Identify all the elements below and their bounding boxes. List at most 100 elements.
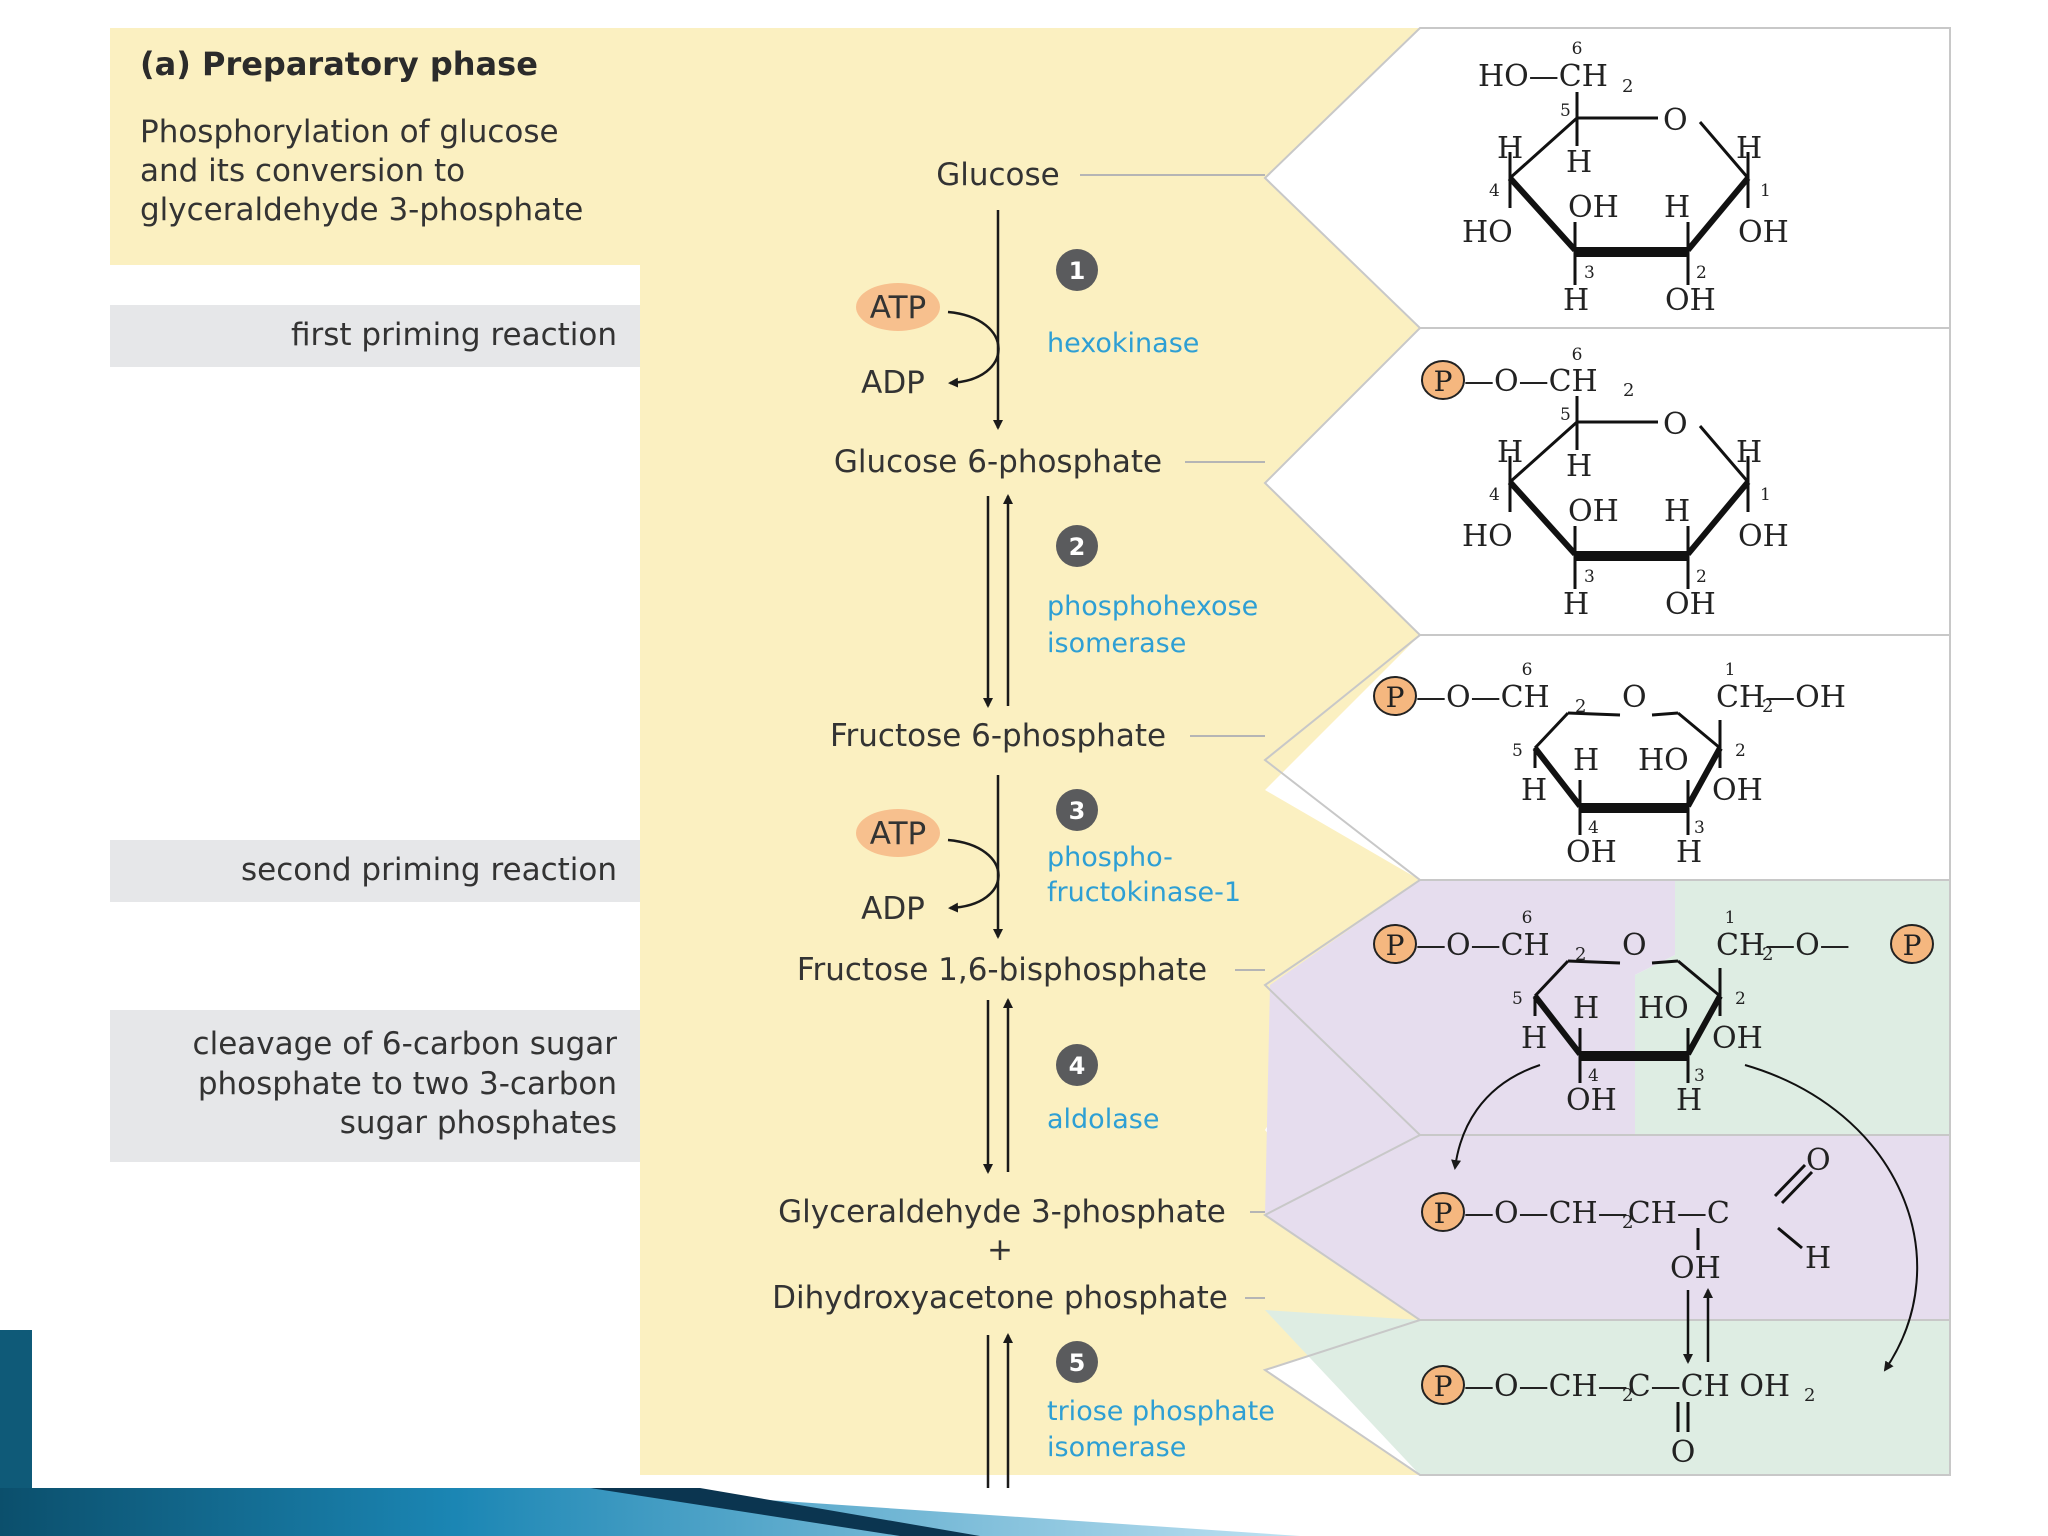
step-badge-2 bbox=[1056, 525, 1098, 567]
side-bar-second-priming bbox=[110, 840, 640, 902]
gap-chain: —O—CH—CH—C bbox=[1464, 1196, 1730, 1231]
f6p-ch2-sub: 2 bbox=[1575, 696, 1586, 717]
enzyme-phosphohexose-1: phosphohexose bbox=[1047, 591, 1258, 622]
atp-badge-step-1 bbox=[856, 283, 940, 331]
structure-glyceraldehyde-3-phosphate: P —O—CH—CH—C 2 O H OH bbox=[1421, 1143, 1831, 1286]
f16bp-o-ch2: —O—CH bbox=[1416, 928, 1550, 963]
f6p-oh-c4: OH bbox=[1566, 835, 1617, 870]
panel-description-line-2: and its conversion to bbox=[140, 153, 465, 189]
label-cleavage-1: cleavage of 6-carbon sugar bbox=[193, 1026, 618, 1062]
g6p-h-c5: H bbox=[1566, 449, 1592, 484]
metabolite-glucose: Glucose bbox=[936, 157, 1060, 193]
gap-aldehyde-o: O bbox=[1806, 1143, 1831, 1178]
glucose-c4: 4 bbox=[1489, 181, 1500, 201]
glucose-ch2-sub: 2 bbox=[1622, 76, 1633, 97]
glucose-oh-c3: OH bbox=[1568, 190, 1619, 225]
dhap-ch2-sub-2: 2 bbox=[1804, 1385, 1815, 1406]
glucose-c2: 2 bbox=[1696, 263, 1707, 283]
f6p-o-ch2: —O—CH bbox=[1416, 680, 1550, 715]
f6p-h-c5: H bbox=[1521, 773, 1547, 808]
f6p-c2: 2 bbox=[1735, 741, 1746, 761]
f16bp-oh-c2: OH bbox=[1712, 1021, 1763, 1056]
g6p-oh-c3: OH bbox=[1568, 494, 1619, 529]
adp-label-step-3: ADP bbox=[861, 891, 925, 927]
f6p-c1: 1 bbox=[1725, 660, 1736, 680]
step-number-2: 2 bbox=[1069, 533, 1086, 561]
atp-adp-curve-step-1 bbox=[947, 310, 1000, 388]
glucose-h-c3: H bbox=[1563, 283, 1589, 318]
f16bp-h-c5: H bbox=[1521, 1021, 1547, 1056]
f16bp-c3: 3 bbox=[1694, 1066, 1705, 1086]
g6p-h-c2: H bbox=[1664, 494, 1690, 529]
g6p-h-c4: H bbox=[1497, 435, 1523, 470]
triose-equilibrium-arrows bbox=[1683, 1288, 1713, 1364]
side-bar-cleavage bbox=[110, 1010, 640, 1162]
enzyme-aldolase: aldolase bbox=[1047, 1104, 1159, 1135]
glucose-c5: 5 bbox=[1560, 101, 1571, 121]
glucose-c6: 6 bbox=[1572, 39, 1583, 59]
label-cleavage-2: phosphate to two 3-carbon bbox=[198, 1066, 617, 1102]
phosphate-icon bbox=[1373, 924, 1417, 964]
label-first-priming: first priming reaction bbox=[291, 317, 617, 353]
panel-heading: (a) Preparatory phase bbox=[140, 45, 538, 83]
f6p-oh-c2: OH bbox=[1712, 773, 1763, 808]
glucose-ring-o: O bbox=[1663, 103, 1688, 138]
label-cleavage-3: sugar phosphates bbox=[340, 1105, 617, 1141]
enzyme-pfk-2: fructokinase-1 bbox=[1047, 877, 1241, 908]
g6p-c1: 1 bbox=[1760, 485, 1771, 505]
structure-glucose: HO—CH 2 6 5 O H H 4 HO OH H H 1 OH 3 2 H… bbox=[1462, 39, 1789, 318]
structure-dihydroxyacetone-phosphate: P —O—CH—C—CH OH 2 2 O bbox=[1421, 1365, 1815, 1470]
phosphate-icon bbox=[1421, 360, 1465, 400]
gap-aldehyde-h: H bbox=[1805, 1241, 1831, 1276]
phosphate-icon bbox=[1890, 924, 1934, 964]
plus-sign: + bbox=[987, 1232, 1013, 1268]
atp-label-step-1: ATP bbox=[870, 290, 926, 326]
glucose-ho-c4: HO bbox=[1462, 215, 1513, 250]
phosphate-icon bbox=[1373, 676, 1417, 716]
slide-decoration bbox=[0, 1330, 1300, 1536]
f6p-ch2-oh: CH—OH bbox=[1716, 680, 1846, 715]
step-badge-4 bbox=[1056, 1044, 1098, 1086]
step-badge-3 bbox=[1056, 789, 1098, 831]
f16bp-h-c4: H bbox=[1573, 991, 1599, 1026]
metabolite-glucose-6-phosphate: Glucose 6-phosphate bbox=[834, 444, 1162, 480]
f16bp-c4: 4 bbox=[1588, 1066, 1599, 1086]
atp-adp-curve-step-3 bbox=[947, 838, 1000, 913]
glucose-h-c1: H bbox=[1736, 131, 1762, 166]
f6p-h-c3: H bbox=[1676, 835, 1702, 870]
metabolite-dihydroxyacetone-phosphate: Dihydroxyacetone phosphate bbox=[772, 1280, 1228, 1316]
f16bp-c2: 2 bbox=[1735, 989, 1746, 1009]
yellow-pathway-panel bbox=[110, 28, 1420, 1475]
step-badge-5 bbox=[1056, 1341, 1098, 1383]
glucose-h-c2: H bbox=[1664, 190, 1690, 225]
glucose-c1: 1 bbox=[1760, 181, 1771, 201]
connector-lines bbox=[1080, 174, 1265, 1299]
gap-ch2-sub: 2 bbox=[1622, 1212, 1633, 1233]
metabolite-glyceraldehyde-3-phosphate: Glyceraldehyde 3-phosphate bbox=[778, 1194, 1226, 1230]
f6p-ch2-oh-sub: 2 bbox=[1762, 696, 1773, 717]
g6p-ho-c4: HO bbox=[1462, 519, 1513, 554]
structure-fructose-6-phosphate: P —O—CH 2 6 O CH—OH 2 1 5 H HO 2 H OH 4 … bbox=[1373, 660, 1846, 870]
panel-description-line-1: Phosphorylation of glucose bbox=[140, 114, 559, 150]
g6p-phosphate-p: P bbox=[1434, 365, 1453, 398]
glucose-oh-c1: OH bbox=[1738, 215, 1789, 250]
f6p-c5: 5 bbox=[1512, 741, 1523, 761]
structure-fructose-1-6-bisphosphate: P —O—CH 2 6 O CH—O— 2 P 1 5 H HO 2 H OH … bbox=[1373, 908, 1934, 1372]
step-number-1: 1 bbox=[1069, 257, 1086, 285]
side-bar-first-priming bbox=[110, 305, 640, 367]
structure-panel-outline bbox=[1262, 27, 1951, 1476]
atp-badge-step-3 bbox=[856, 809, 940, 857]
g6p-h-c1: H bbox=[1736, 435, 1762, 470]
glucose-h-c4: H bbox=[1497, 131, 1523, 166]
g6p-c4: 4 bbox=[1489, 485, 1500, 505]
dhap-chain: —O—CH—C—CH OH bbox=[1464, 1369, 1790, 1404]
f6p-c6: 6 bbox=[1522, 660, 1533, 680]
panel-header: (a) Preparatory phase Phosphorylation of… bbox=[140, 45, 583, 228]
f16bp-ch2-o-sub: 2 bbox=[1762, 944, 1773, 965]
panel-description-line-3: glyceraldehyde 3-phosphate bbox=[140, 192, 583, 228]
glucose-oh-c2: OH bbox=[1665, 283, 1716, 318]
f16bp-c5: 5 bbox=[1512, 989, 1523, 1009]
adp-label-step-1: ADP bbox=[861, 365, 925, 401]
step-badge-1 bbox=[1056, 249, 1098, 291]
g6p-h-c3: H bbox=[1563, 587, 1589, 622]
